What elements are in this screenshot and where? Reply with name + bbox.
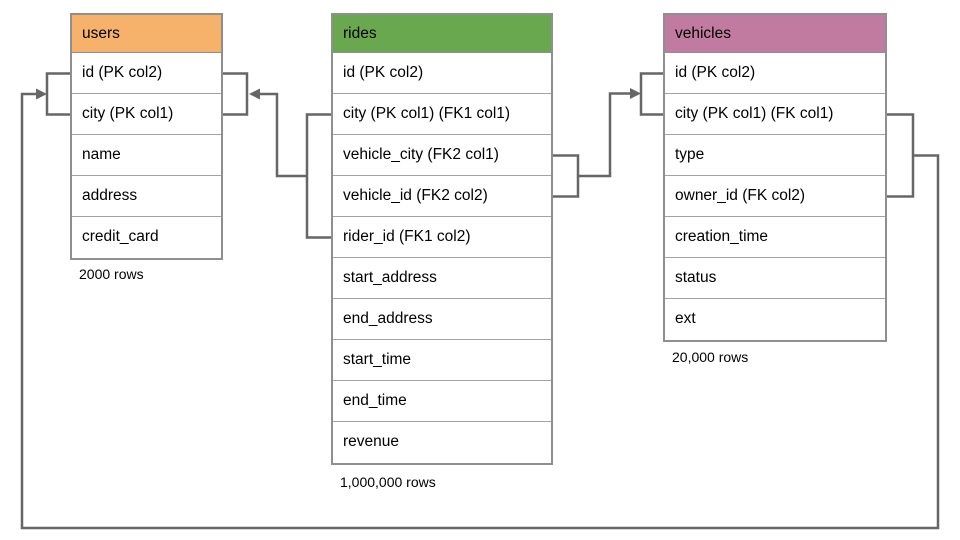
rides-row-count-label: 1,000,000 rows [340,474,436,490]
table-row: end_time [333,381,551,422]
table-row: ext [665,299,885,340]
table-row: end_address [333,299,551,340]
table-row: city (PK col1) (FK col1) [665,94,885,135]
table-row: vehicle_id (FK2 col2) [333,176,551,217]
vehicles-row-count-label: 20,000 rows [672,349,749,365]
table-row: credit_card [72,217,221,258]
table-row: address [72,176,221,217]
relationship-vehicles-to-users-connector [20,72,940,530]
users-table-header: users [72,15,221,53]
arrowhead-right-icon [36,88,47,100]
table-row: revenue [333,422,551,463]
rides-left-bracket [305,113,332,239]
table-row: owner_id (FK col2) [665,176,885,217]
table-row: start_time [333,340,551,381]
rides-to-users-shaft [253,92,307,178]
table-row: name [72,135,221,176]
table-row: start_address [333,258,551,299]
table-row: id (PK col2) [72,53,221,94]
table-row: vehicle_city (FK2 col1) [333,135,551,176]
table-row: id (PK col2) [333,53,551,94]
vehicles-right-bracket [887,113,915,198]
relationship-rides-to-users-connector [222,72,332,239]
vehicles-table: vehicles id (PK col2)city (PK col1) (FK … [663,13,887,342]
table-row: type [665,135,885,176]
vehicles-table-rows: id (PK col2)city (PK col1) (FK col1)type… [665,53,885,340]
table-row: status [665,258,885,299]
rides-table-header: rides [333,15,551,53]
rides-to-vehicles-shaft [578,92,637,178]
table-row: city (PK col1) (FK1 col1) [333,94,551,135]
users-row-count-label: 2000 rows [79,266,144,282]
rides-table: rides id (PK col2)city (PK col1) (FK1 co… [331,13,553,465]
table-row: id (PK col2) [665,53,885,94]
relationship-rides-to-vehicles-connector [553,72,663,198]
table-row: creation_time [665,217,885,258]
rides-table-rows: id (PK col2)city (PK col1) (FK1 col1)veh… [333,53,551,463]
users-right-bracket [222,72,249,116]
arrowhead-left-icon [249,88,260,100]
vehicles-table-header: vehicles [665,15,885,53]
vehicles-left-bracket [639,72,663,116]
table-row: city (PK col1) [72,94,221,135]
vehicles-to-users-shaft [20,92,940,530]
rides-right-bracket [553,154,580,198]
arrowhead-right-icon [630,88,641,99]
users-left-bracket [45,72,70,116]
table-row: rider_id (FK1 col2) [333,217,551,258]
